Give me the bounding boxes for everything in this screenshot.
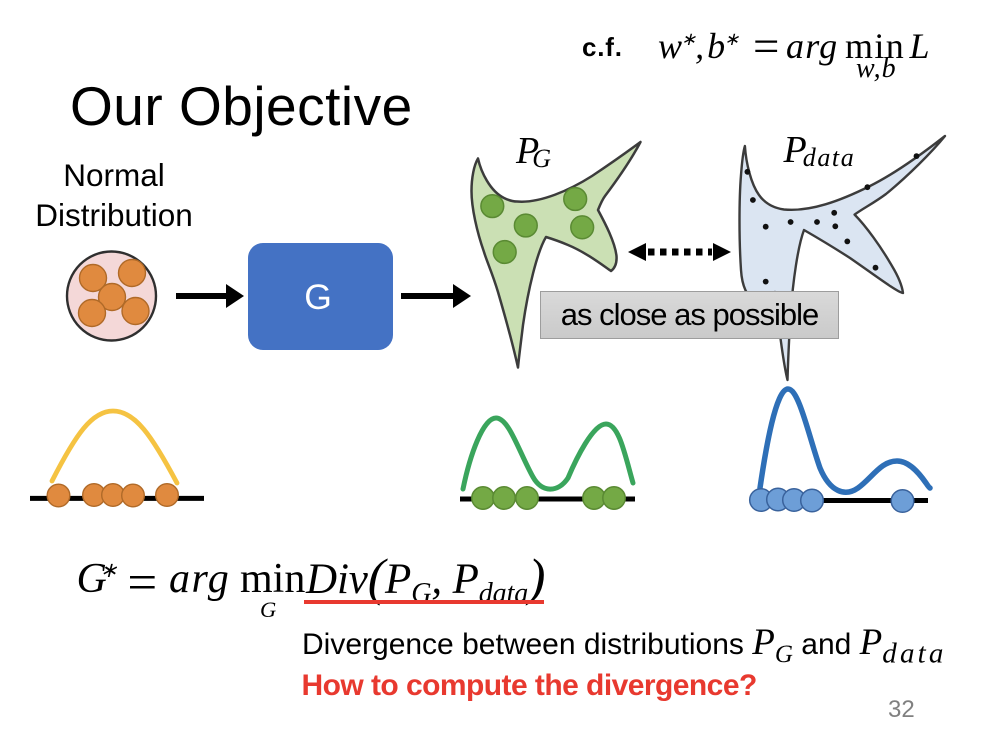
svg-text:G: G xyxy=(304,277,332,317)
